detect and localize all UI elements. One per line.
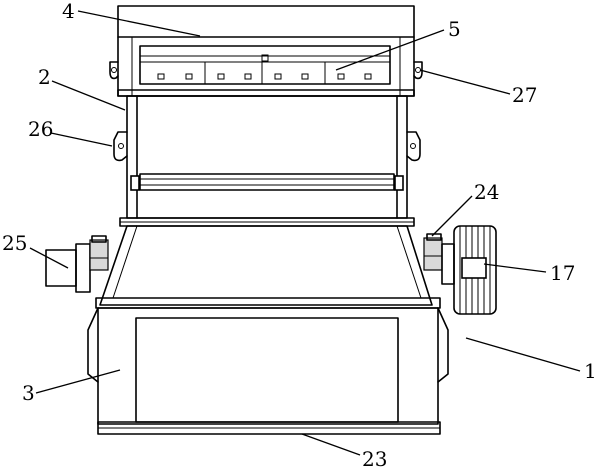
side-lug-left — [113, 131, 128, 162]
label-5: 5 — [448, 17, 461, 41]
top-frame — [117, 5, 415, 97]
right-bracket — [423, 233, 455, 285]
left-motor — [45, 235, 109, 293]
label-27: 27 — [512, 83, 537, 107]
middle-body — [119, 95, 415, 227]
top-hook-left — [109, 61, 119, 80]
label-1: 1 — [584, 359, 597, 383]
label-26: 26 — [28, 117, 53, 141]
pulley-wheel — [453, 225, 497, 315]
label-17: 17 — [550, 261, 575, 285]
leader-lines — [29, 10, 581, 456]
label-25: 25 — [2, 231, 27, 255]
side-lug-right — [406, 131, 421, 162]
label-23: 23 — [362, 447, 387, 471]
label-4: 4 — [62, 0, 75, 23]
lower-box — [87, 307, 449, 435]
label-2: 2 — [38, 65, 51, 89]
label-3: 3 — [22, 381, 35, 405]
label-24: 24 — [474, 180, 499, 204]
hopper-section — [95, 225, 441, 309]
